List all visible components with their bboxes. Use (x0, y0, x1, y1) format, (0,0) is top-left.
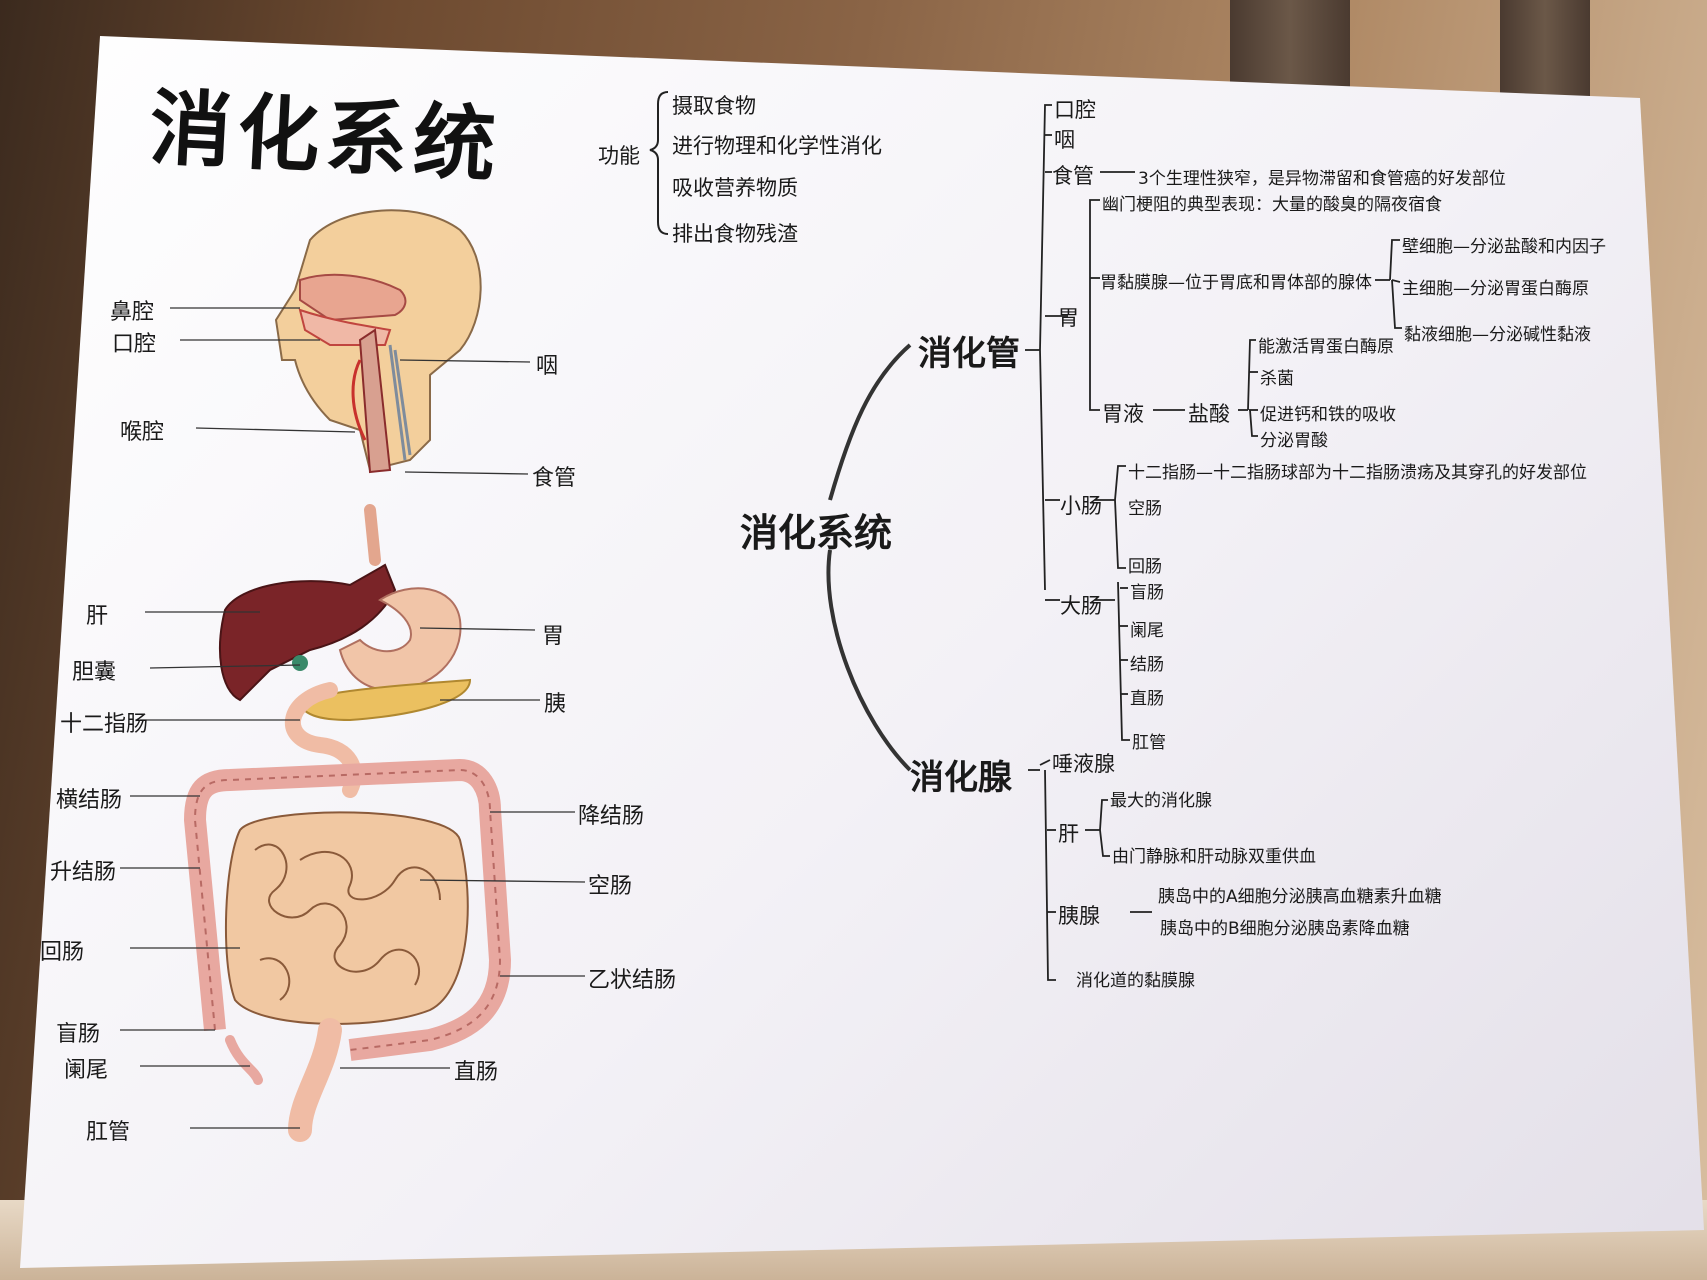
gland-saliva: 唾液腺 (1052, 752, 1115, 776)
acid-effect: 杀菌 (1260, 369, 1294, 389)
node-digestive-tract: 消化管 (918, 334, 1020, 374)
mucosa-cell-mucous: 黏液细胞—分泌碱性黏液 (1404, 325, 1591, 345)
tract-stomach: 胃 (1058, 306, 1079, 330)
function-item: 摄取食物 (672, 94, 756, 118)
mucosa-cell-parietal: 壁细胞—分泌盐酸和内因子 (1402, 237, 1606, 257)
small-intestine-shape (224, 811, 469, 1025)
small-intestine-part: 回肠 (1128, 557, 1162, 577)
label-laryngeal-cavity: 喉腔 (120, 420, 165, 445)
tract-tree-lines (1025, 104, 1402, 981)
large-intestine-part: 直肠 (1130, 689, 1164, 709)
label-descending-colon: 降结肠 (578, 804, 645, 829)
function-item: 进行物理和化学性消化 (672, 134, 882, 158)
tract-mouth: 口腔 (1054, 98, 1096, 122)
acid-effect: 分泌胃酸 (1260, 431, 1328, 451)
function-brace (649, 91, 669, 235)
acid-effect: 促进钙和铁的吸收 (1260, 405, 1396, 425)
label-sigmoid-colon: 乙状结肠 (588, 968, 677, 993)
gland-pancreas: 胰腺 (1058, 904, 1100, 928)
small-intestine-part: 十二指肠—十二指肠球部为十二指肠溃疡及其穿孔的好发部位 (1128, 463, 1587, 483)
large-intestine-part: 盲肠 (1130, 583, 1164, 603)
page-title: 消化系统 (147, 80, 504, 195)
function-item: 排出食物残渣 (672, 222, 798, 246)
acid-effect: 能激活胃蛋白酶原 (1258, 337, 1394, 357)
label-nasal-cavity: 鼻腔 (110, 300, 155, 325)
stomach-shape (338, 587, 462, 692)
pancreas-note: 胰岛中的A细胞分泌胰高血糖素升血糖 (1158, 887, 1442, 907)
label-duodenum: 十二指肠 (60, 712, 149, 737)
pancreas-shape (298, 678, 472, 722)
esophagus-note: 3个生理性狭窄，是异物滞留和食管癌的好发部位 (1138, 169, 1506, 189)
label-ascending-colon: 升结肠 (50, 860, 117, 885)
leader-lines (120, 307, 586, 1129)
label-ileum: 回肠 (40, 940, 85, 965)
gland-mucosal: 消化道的黏膜腺 (1076, 971, 1195, 991)
head-illustration (274, 209, 482, 474)
large-intestine-part: 结肠 (1130, 655, 1164, 675)
mindmap-center: 消化系统 (740, 511, 893, 555)
function-item: 吸收营养物质 (672, 176, 798, 200)
stomach-mucosa-gland: 胃黏膜腺—位于胃底和胃体部的腺体 (1100, 273, 1372, 293)
gland-liver: 肝 (1058, 822, 1079, 846)
label-appendix: 阑尾 (64, 1058, 109, 1083)
mucosa-cell-chief: 主细胞—分泌胃蛋白酶原 (1402, 279, 1589, 299)
stomach-pyloric-note: 幽门梗阻的典型表现：大量的酸臭的隔夜宿食 (1102, 195, 1442, 215)
torso-illustration (184, 504, 511, 1142)
liver-note: 由门静脉和肝动脉双重供血 (1112, 847, 1316, 867)
tract-large-intestine: 大肠 (1060, 594, 1102, 618)
branch-curve-lower (826, 549, 912, 772)
gastric-acid: 盐酸 (1188, 402, 1230, 426)
label-anal-canal: 肛管 (86, 1120, 131, 1145)
liver-note: 最大的消化腺 (1110, 791, 1212, 811)
pancreas-note: 胰岛中的B细胞分泌胰岛素降血糖 (1160, 919, 1410, 939)
label-rectum: 直肠 (454, 1060, 499, 1085)
large-intestine-part: 阑尾 (1130, 621, 1164, 641)
label-gallbladder: 胆囊 (72, 660, 117, 685)
label-cecum: 盲肠 (56, 1022, 101, 1047)
label-pharynx: 咽 (536, 354, 559, 379)
branch-curve-upper (828, 343, 912, 501)
label-pancreas: 胰 (544, 692, 567, 717)
label-oral-cavity: 口腔 (112, 332, 157, 357)
stomach-juice: 胃液 (1102, 402, 1144, 426)
label-esophagus: 食管 (532, 466, 577, 491)
tract-pharynx: 咽 (1054, 128, 1075, 152)
tract-small-intestine: 小肠 (1060, 494, 1102, 518)
label-liver: 肝 (86, 604, 109, 629)
label-stomach: 胃 (542, 624, 565, 649)
function-label: 功能 (598, 144, 640, 168)
node-digestive-glands: 消化腺 (910, 758, 1012, 798)
label-jejunum: 空肠 (588, 874, 633, 899)
large-intestine-part: 肛管 (1132, 733, 1166, 753)
small-intestine-part: 空肠 (1128, 499, 1162, 519)
label-transverse-colon: 横结肠 (56, 788, 123, 813)
tract-esophagus: 食管 (1052, 164, 1094, 188)
